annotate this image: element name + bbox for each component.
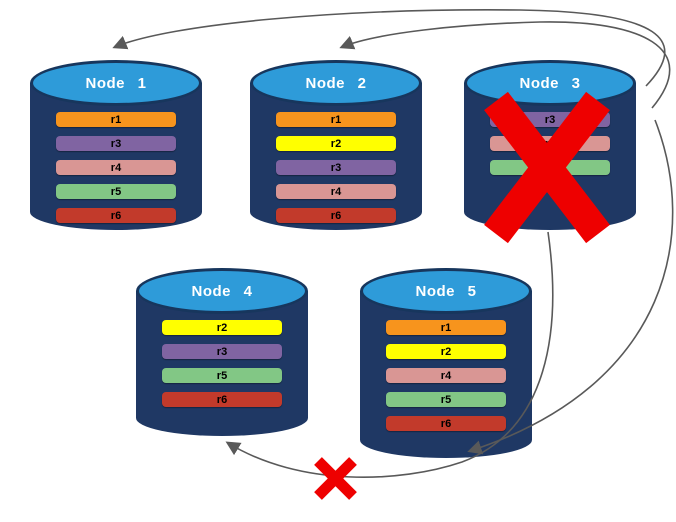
- replica-bar: r4: [56, 160, 176, 175]
- replica-bar: r1: [56, 112, 176, 127]
- node-4-label: Node 4: [191, 282, 253, 300]
- replica-bar: r5: [386, 392, 506, 407]
- replica-bar: r6: [386, 416, 506, 431]
- node-3-replicas: r3 r4 r5: [490, 112, 610, 175]
- node-4-cylinder-top: Node 4: [136, 268, 308, 314]
- replica-bar: r4: [490, 136, 610, 151]
- replica-bar: r1: [276, 112, 396, 127]
- node-1-replicas: r1 r3 r4 r5 r6: [56, 112, 176, 223]
- node-3-cylinder-top: Node 3: [464, 60, 636, 106]
- replica-bar: r4: [276, 184, 396, 199]
- node-5-cylinder-top: Node 5: [360, 268, 532, 314]
- node-5-label: Node 5: [415, 282, 477, 300]
- replica-bar: r4: [386, 368, 506, 383]
- replica-bar: r5: [162, 368, 282, 383]
- replica-bar: r3: [56, 136, 176, 151]
- replica-bar: r5: [56, 184, 176, 199]
- node-1-cylinder-top: Node 1: [30, 60, 202, 106]
- node-3-label: Node 3: [519, 74, 581, 92]
- replica-bar: r2: [276, 136, 396, 151]
- replica-bar: r3: [276, 160, 396, 175]
- node-4-replicas: r2 r3 r5 r6: [162, 320, 282, 407]
- transfer-failure-x-icon: [314, 457, 357, 500]
- node-2-label: Node 2: [305, 74, 367, 92]
- replica-bar: r5: [490, 160, 610, 175]
- replica-bar: r2: [386, 344, 506, 359]
- node-1-cylinder: [30, 83, 202, 230]
- node-2-cylinder-top: Node 2: [250, 60, 422, 106]
- node-2-replicas: r1 r2 r3 r4 r6: [276, 112, 396, 223]
- replica-bar: r6: [276, 208, 396, 223]
- replica-bar: r1: [386, 320, 506, 335]
- node-1-label: Node 1: [85, 74, 147, 92]
- replica-bar: r3: [490, 112, 610, 127]
- replica-bar: r3: [162, 344, 282, 359]
- replica-bar: r6: [162, 392, 282, 407]
- node-5-replicas: r1 r2 r4 r5 r6: [386, 320, 506, 431]
- replica-bar: r2: [162, 320, 282, 335]
- replica-bar: r6: [56, 208, 176, 223]
